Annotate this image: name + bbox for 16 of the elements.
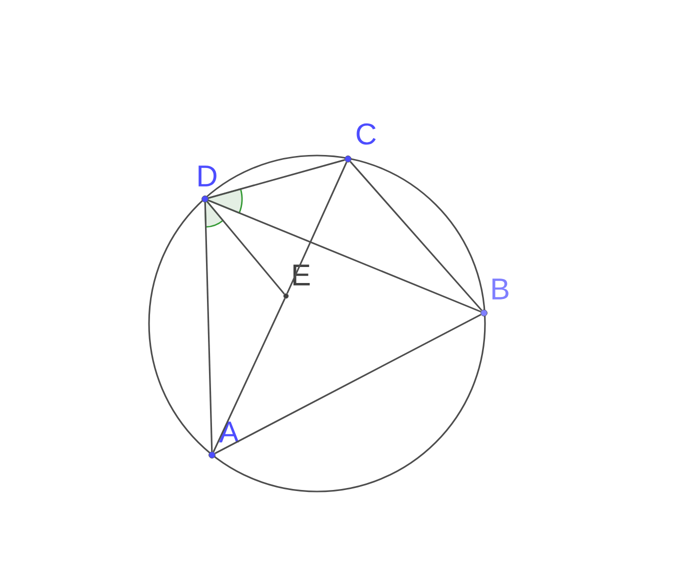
line-segment xyxy=(212,298,286,452)
line-segment xyxy=(350,161,482,311)
point xyxy=(208,452,216,458)
line-segment xyxy=(206,201,285,294)
line-segment xyxy=(214,314,482,454)
point xyxy=(480,310,488,316)
point-label: B xyxy=(492,278,508,300)
point-label: C xyxy=(356,123,376,145)
point-label: D xyxy=(198,166,216,186)
line-segment xyxy=(286,162,348,294)
point xyxy=(202,196,208,202)
point xyxy=(344,156,352,162)
line-segment xyxy=(208,200,482,312)
line-segment xyxy=(208,159,345,199)
point xyxy=(283,293,289,299)
line-segment xyxy=(204,202,213,452)
